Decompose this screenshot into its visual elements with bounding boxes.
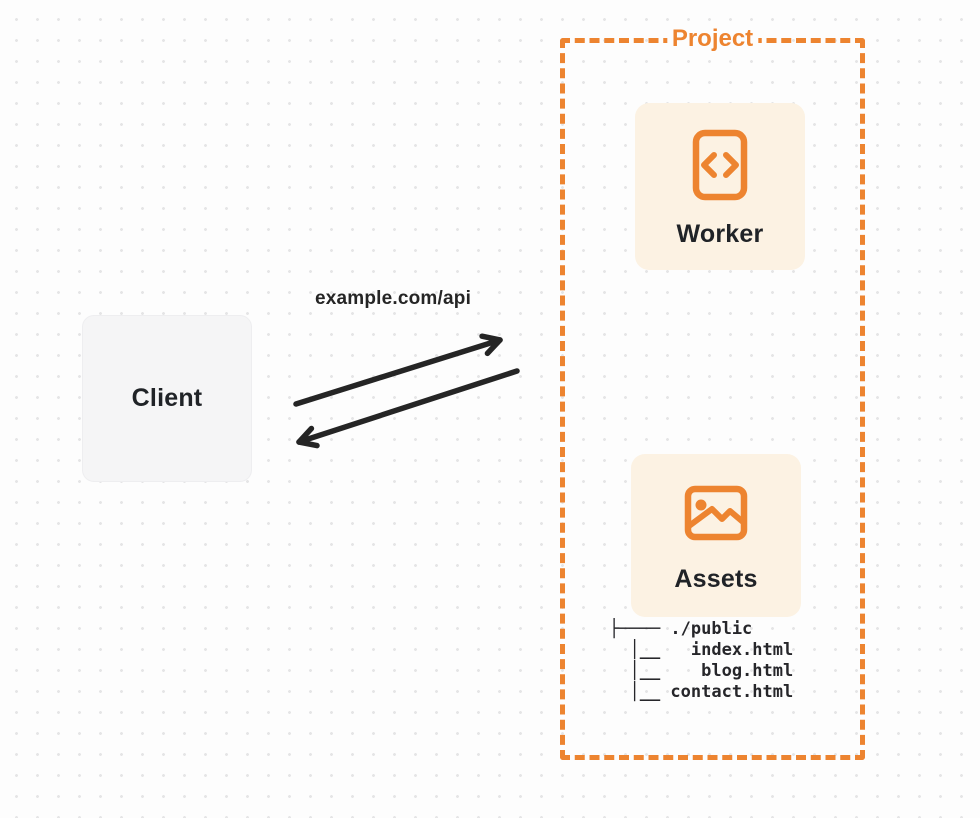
assets-file-tree: ├──── ./public │__ index.html │__ blog.h… bbox=[609, 619, 793, 703]
worker-label: Worker bbox=[676, 220, 764, 248]
client-node: Client bbox=[82, 315, 252, 482]
client-label: Client bbox=[131, 384, 203, 412]
project-title: Project bbox=[666, 24, 759, 54]
worker-node: Worker bbox=[635, 103, 805, 270]
image-icon bbox=[684, 485, 748, 541]
assets-label: Assets bbox=[674, 565, 758, 593]
request-url-label: example.com/api bbox=[314, 288, 472, 309]
tree-line-public: ├──── ./public bbox=[609, 619, 753, 639]
tree-line-blog: │__ blog.html bbox=[609, 661, 794, 681]
tree-line-contact: │__ contact.html bbox=[609, 682, 794, 702]
project-container: Project Worker Assets bbox=[560, 24, 865, 760]
tree-line-index: │__ index.html bbox=[609, 640, 794, 660]
assets-node: Assets bbox=[631, 454, 801, 617]
response-arrow bbox=[296, 368, 520, 449]
code-file-icon bbox=[692, 129, 748, 201]
request-arrow bbox=[293, 333, 503, 407]
